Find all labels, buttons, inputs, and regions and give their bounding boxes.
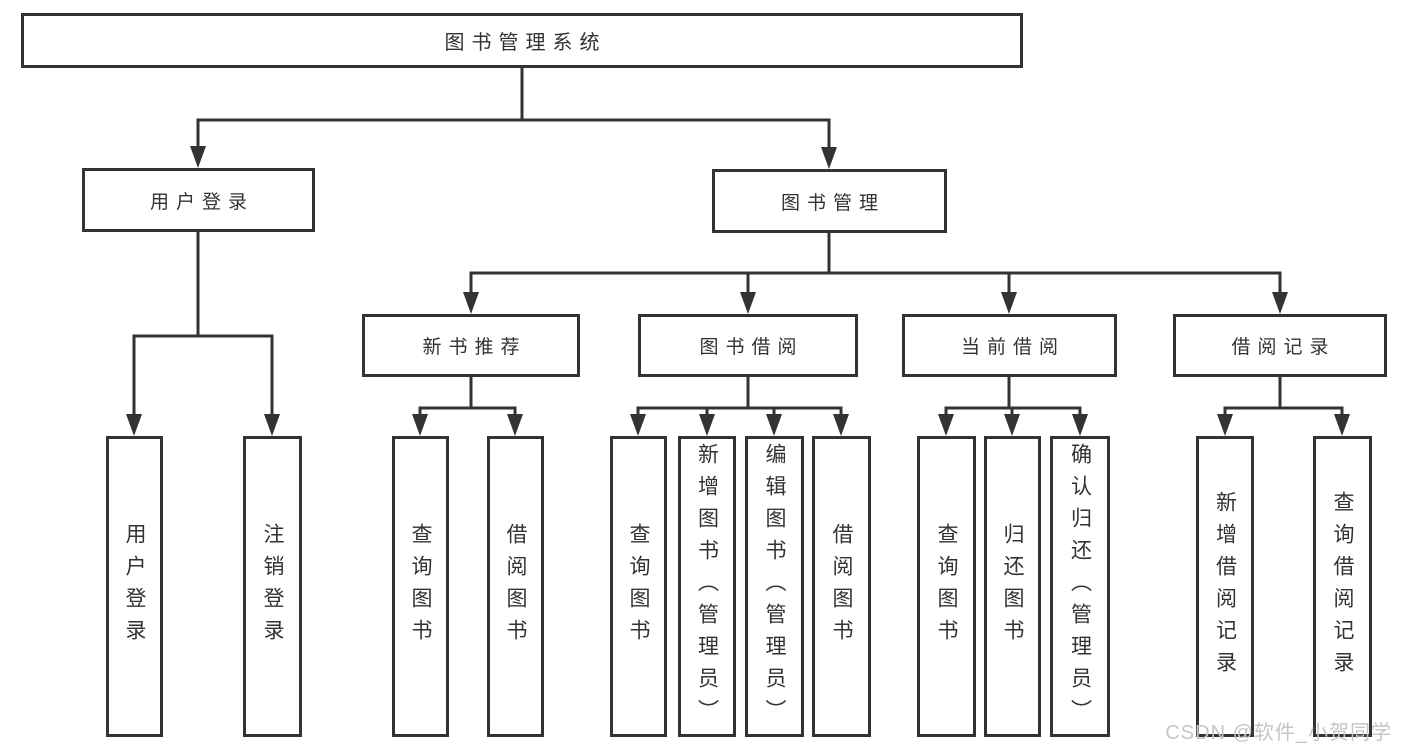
arrow-down-icon (766, 414, 782, 436)
node-borrow-records: 借阅记录 (1173, 314, 1387, 377)
leaf-query-borrow-record: 查询借阅记录 (1313, 436, 1372, 737)
arrow-down-icon (1004, 414, 1020, 436)
leaf-label: 归还图书 (1001, 522, 1024, 651)
leaf-label: 新增借阅记录 (1213, 490, 1237, 683)
arrow-down-icon (190, 146, 206, 168)
leaf-label: 查询图书 (935, 522, 958, 651)
leaf-label: 查询图书 (409, 522, 432, 651)
connector-book-management-subtree (469, 233, 1282, 296)
leaf-add-borrow-record: 新增借阅记录 (1196, 436, 1254, 737)
leaf-label: 注销登录 (261, 522, 284, 651)
leaf-label: 借阅图书 (830, 522, 853, 651)
leaf-label: 编辑图书（管理员） (763, 442, 786, 731)
leaf-label: 查询图书 (627, 522, 650, 651)
leaf-query-books-borrow: 查询图书 (610, 436, 667, 737)
connector-new-book-subtree (418, 377, 517, 418)
arrow-down-icon (938, 414, 954, 436)
arrow-down-icon (507, 414, 523, 436)
connector-user-login-subtree (132, 232, 274, 418)
leaf-confirm-return-admin: 确认归还（管理员） (1050, 436, 1110, 737)
leaf-query-books-current: 查询图书 (917, 436, 976, 737)
leaf-edit-book-admin: 编辑图书（管理员） (745, 436, 804, 737)
leaf-label: 新增图书（管理员） (695, 442, 719, 731)
node-book-management: 图书管理 (712, 169, 947, 233)
arrow-down-icon (1272, 292, 1288, 314)
arrow-down-icon (1072, 414, 1088, 436)
node-root: 图书管理系统 (21, 13, 1023, 68)
leaf-label: 查询借阅记录 (1331, 490, 1354, 683)
connector-root-to-level2 (196, 68, 831, 151)
node-new-book-recommend: 新书推荐 (362, 314, 580, 377)
watermark: CSDN @软件_小贺同学 (1165, 722, 1392, 744)
arrow-down-icon (833, 414, 849, 436)
arrow-down-icon (1001, 292, 1017, 314)
leaf-return-book: 归还图书 (984, 436, 1041, 737)
node-user-login: 用户登录 (82, 168, 315, 232)
node-book-borrow: 图书借阅 (638, 314, 858, 377)
arrow-down-icon (412, 414, 428, 436)
arrow-down-icon (699, 414, 715, 436)
arrow-down-icon (630, 414, 646, 436)
arrow-down-icon (463, 292, 479, 314)
leaf-label: 用户登录 (123, 522, 146, 651)
node-current-borrow: 当前借阅 (902, 314, 1117, 377)
arrow-down-icon (821, 147, 837, 169)
leaf-borrow-books: 借阅图书 (812, 436, 871, 737)
arrow-down-icon (1217, 414, 1233, 436)
arrow-down-icon (740, 292, 756, 314)
leaf-user-login: 用户登录 (106, 436, 163, 737)
connector-borrow-records-subtree (1223, 377, 1344, 418)
leaf-borrow-books-recommend: 借阅图书 (487, 436, 544, 737)
connector-current-borrow-subtree (944, 377, 1082, 418)
leaf-query-books-recommend: 查询图书 (392, 436, 449, 737)
arrowheads (126, 146, 1350, 436)
arrow-down-icon (264, 414, 280, 436)
leaf-label: 确认归还（管理员） (1068, 442, 1092, 731)
connector-book-borrow-subtree (636, 377, 843, 418)
leaf-add-book-admin: 新增图书（管理员） (678, 436, 736, 737)
leaf-logout: 注销登录 (243, 436, 302, 737)
arrow-down-icon (126, 414, 142, 436)
arrow-down-icon (1334, 414, 1350, 436)
leaf-label: 借阅图书 (504, 522, 527, 651)
